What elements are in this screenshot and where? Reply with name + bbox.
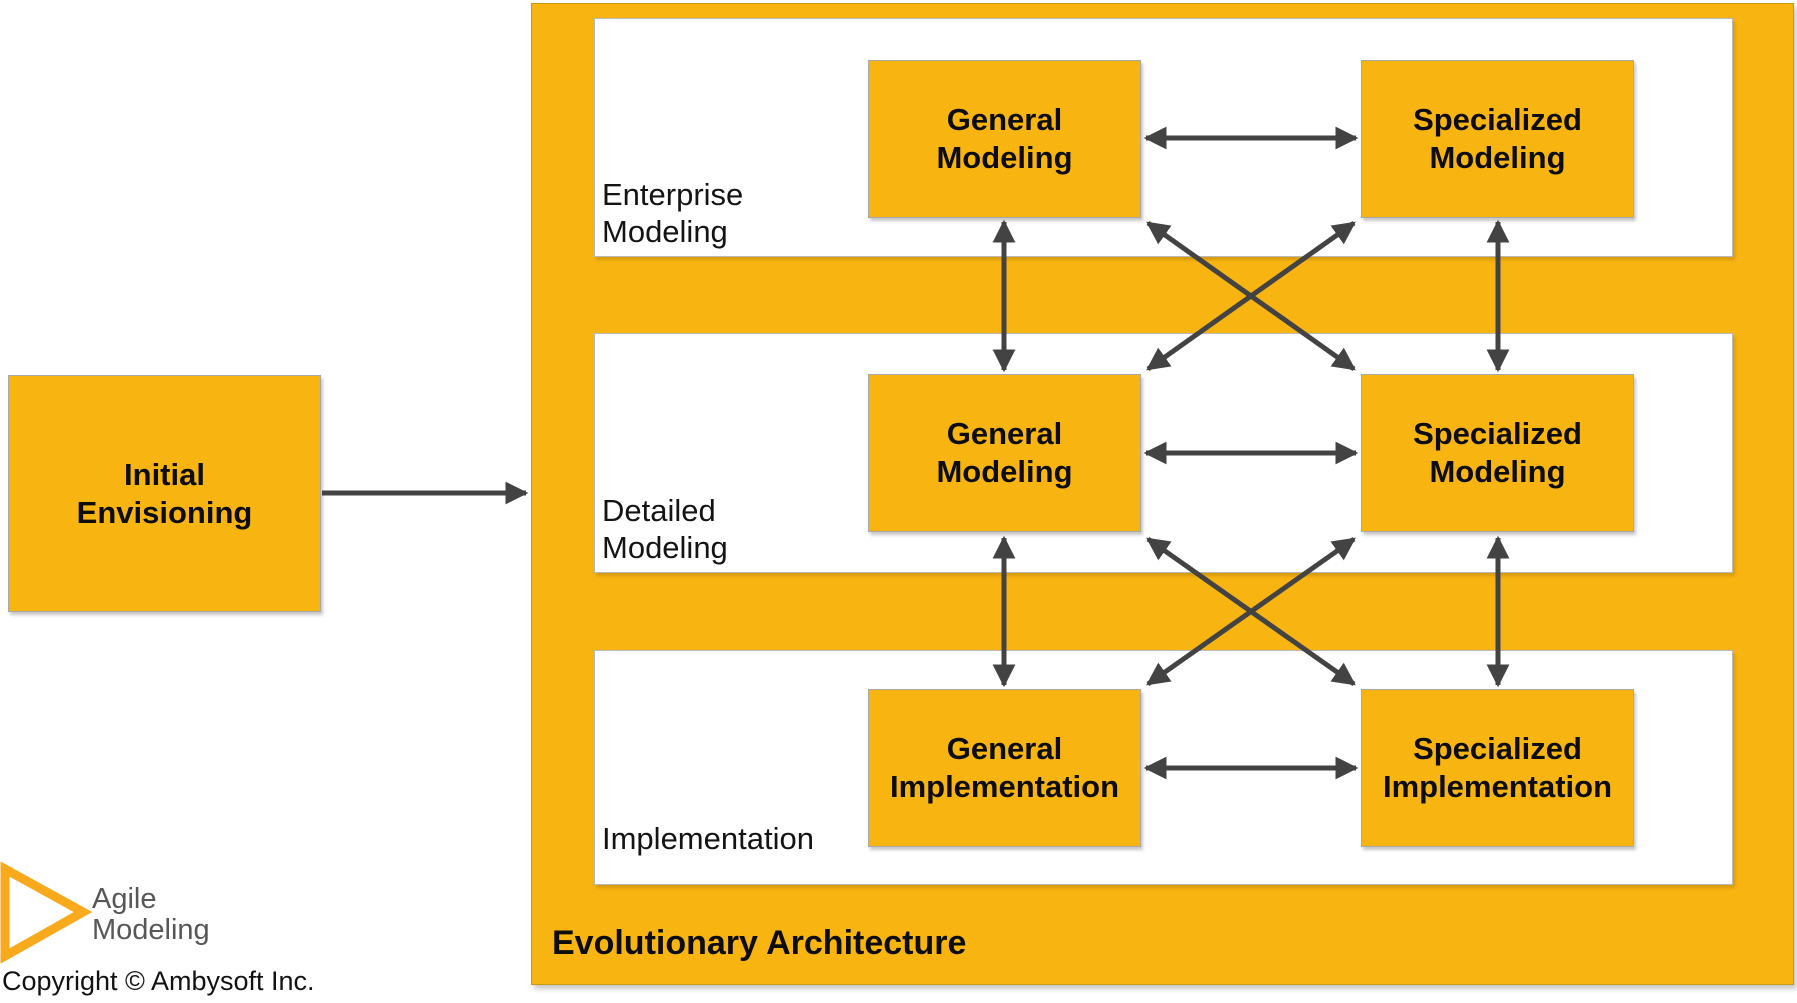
band-label-line: Implementation: [602, 821, 814, 856]
band-label-implementation: Implementation: [602, 820, 814, 857]
evolutionary-architecture-label: Evolutionary Architecture: [552, 924, 967, 962]
box-label-line: Implementation: [1382, 769, 1613, 804]
box-specialized-implementation: Specialized Implementation: [1361, 689, 1634, 847]
box-specialized-modeling-detailed: Specialized Modeling: [1361, 374, 1634, 532]
box-label-line: General: [946, 731, 1063, 766]
band-label-enterprise-modeling: Enterprise Modeling: [602, 176, 743, 250]
logo-text-line: Agile: [92, 883, 157, 915]
band-label-line: Modeling: [602, 530, 728, 565]
band-label-line: Modeling: [602, 214, 728, 249]
box-label-line: Modeling: [1429, 454, 1566, 489]
box-label-line: Specialized: [1413, 416, 1582, 451]
box-initial-envisioning: Initial Envisioning: [8, 375, 321, 612]
agile-modeling-triangle-icon: [0, 861, 93, 964]
agile-modeling-logo-text: Agile Modeling: [92, 884, 210, 946]
box-specialized-modeling-enterprise: Specialized Modeling: [1361, 60, 1634, 218]
box-label-line: Modeling: [936, 140, 1073, 175]
box-label-line: Modeling: [1429, 140, 1566, 175]
box-label-line: Implementation: [889, 769, 1120, 804]
box-general-modeling-enterprise: General Modeling: [868, 60, 1141, 218]
band-label-detailed-modeling: Detailed Modeling: [602, 492, 728, 566]
box-label-line: General: [946, 102, 1063, 137]
box-label-line: Specialized: [1413, 731, 1582, 766]
box-general-implementation: General Implementation: [868, 689, 1141, 847]
box-label-line: Specialized: [1413, 102, 1582, 137]
band-label-line: Enterprise: [602, 177, 744, 212]
box-label-line: Initial: [124, 456, 205, 492]
logo-text-line: Modeling: [92, 914, 210, 946]
copyright-notice: Copyright © Ambysoft Inc.: [2, 966, 315, 996]
box-label-line: Modeling: [936, 454, 1073, 489]
band-label-line: Detailed: [602, 493, 716, 528]
box-general-modeling-detailed: General Modeling: [868, 374, 1141, 532]
box-label-line: Envisioning: [76, 494, 253, 530]
box-label-line: General: [946, 416, 1063, 451]
